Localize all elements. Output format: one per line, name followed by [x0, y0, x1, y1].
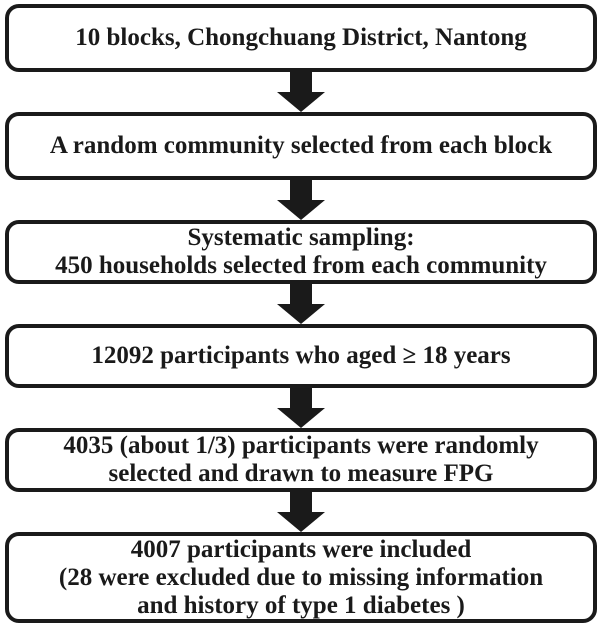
flow-step-text: 4007 participants were included — [130, 535, 472, 563]
flow-step-text: 4035 (about 1/3) participants were rando… — [63, 432, 539, 459]
flow-step-text: 10 blocks, Chongchuang District, Nantong — [75, 24, 527, 51]
flow-step-blocks: 10 blocks, Chongchuang District, Nantong — [5, 4, 597, 72]
flow-step-text: Systematic sampling: — [187, 224, 415, 251]
flow-step-systematic-sampling: Systematic sampling: 450 households sele… — [5, 220, 597, 284]
flow-step-random-community: A random community selected from each bl… — [5, 112, 597, 180]
flow-step-text: selected and drawn to measure FPG — [108, 460, 494, 487]
down-arrow-icon — [0, 180, 602, 220]
flow-step-participants-aged: 12092 participants who aged ≥ 18 years — [5, 324, 597, 388]
flow-step-text: and history of type 1 diabetes ) — [137, 591, 465, 619]
flow-step-text: A random community selected from each bl… — [49, 132, 553, 159]
down-arrow-icon — [0, 492, 602, 532]
flow-step-text: 12092 participants who aged ≥ 18 years — [91, 342, 511, 369]
flow-step-included: 4007 participants were included (28 were… — [5, 532, 597, 623]
down-arrow-icon — [0, 388, 602, 428]
flow-step-text: (28 were excluded due to missing informa… — [58, 563, 544, 591]
flow-step-text: 450 households selected from each commun… — [55, 252, 547, 279]
flow-step-fpg-sample: 4035 (about 1/3) participants were rando… — [5, 428, 597, 492]
down-arrow-icon — [0, 72, 602, 112]
down-arrow-icon — [0, 284, 602, 324]
